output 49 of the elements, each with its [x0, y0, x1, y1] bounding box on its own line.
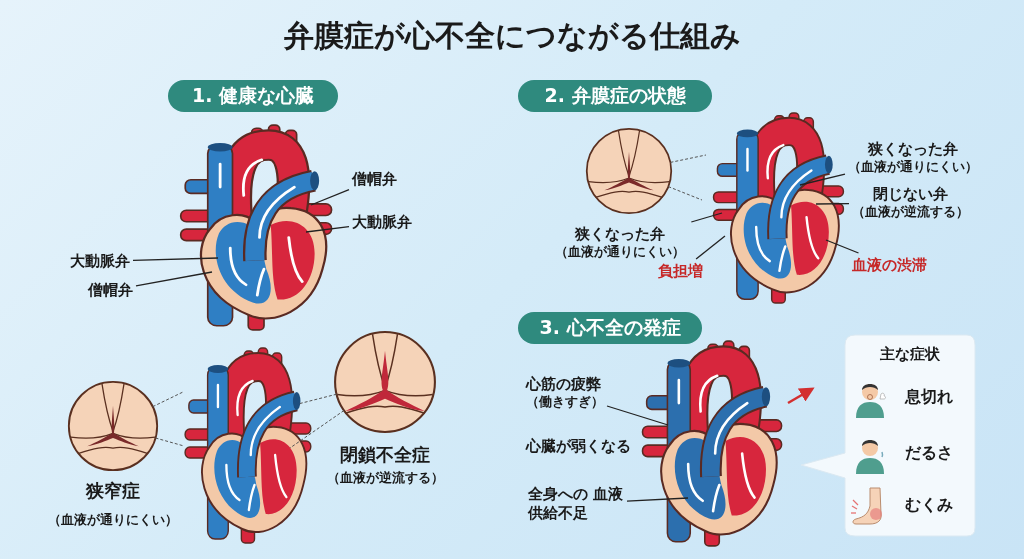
- leader-line: [669, 154, 707, 163]
- callout-label: 心臓が弱くなる: [526, 437, 631, 456]
- leader-line: [799, 173, 846, 186]
- callout-note: （血液が通りにくい）: [554, 243, 686, 261]
- leader-line: [152, 391, 184, 408]
- leader-line: [825, 239, 860, 254]
- leader-line: [310, 189, 350, 206]
- callout-label: 大動脈弁: [352, 213, 412, 232]
- callout-label: 大動脈弁: [70, 252, 130, 271]
- effect-label: 血液の渋滞: [852, 256, 927, 275]
- callout-label: 心筋の疲弊: [526, 375, 602, 394]
- callout-note: （血液が通りにくい）: [848, 158, 978, 176]
- valve-closeup-drawing: [67, 380, 159, 472]
- leader-line: [695, 235, 726, 260]
- leader-line: [667, 186, 703, 201]
- symptom-label: むくみ: [905, 495, 953, 515]
- leader-line: [690, 212, 723, 223]
- callout-label: 僧帽弁: [352, 170, 397, 189]
- callout-note: （血液が逆流する）: [852, 203, 969, 221]
- callout-label: 僧帽弁: [88, 281, 133, 300]
- symptom-label: だるさ: [905, 443, 953, 463]
- condition-label: 狭窄症: [84, 480, 141, 503]
- effect-label: 負担増: [658, 262, 703, 281]
- leader-line: [297, 393, 338, 405]
- leader-line: [155, 437, 185, 447]
- section-header: 2. 弁膜症の状態: [518, 80, 712, 112]
- symptom-label: 息切れ: [905, 387, 953, 407]
- condition-label: 閉鎖不全症: [339, 444, 431, 467]
- diagram-title: 弁膜症が心不全につながる仕組み: [282, 17, 742, 55]
- leader-line: [289, 410, 345, 449]
- arrow: [787, 387, 815, 405]
- callout-label: 狭くなった弁: [574, 225, 666, 244]
- valve-closeup-drawing: [585, 127, 673, 215]
- leader-line: [305, 225, 350, 233]
- speech-bubble: [800, 333, 977, 538]
- leader-line: [606, 405, 669, 426]
- leader-line: [135, 271, 213, 287]
- valve-closeup-drawing: [333, 330, 437, 434]
- leader-line: [626, 497, 689, 502]
- condition-note: （血液が逆流する）: [325, 470, 445, 487]
- leader-line: [132, 257, 219, 262]
- callout-label: 狭くなった弁: [867, 140, 959, 159]
- callout-label: 全身への 血液供給不足: [528, 485, 624, 523]
- callout-label: 閉じない弁: [872, 185, 949, 204]
- section-header: 1. 健康な心臓: [168, 80, 338, 112]
- callout-note: （働きすぎ）: [526, 393, 604, 411]
- section-header: 3. 心不全の発症: [518, 312, 702, 344]
- condition-note: （血液が通りにくい）: [47, 512, 179, 529]
- panel-heading: 主な症状: [879, 345, 941, 364]
